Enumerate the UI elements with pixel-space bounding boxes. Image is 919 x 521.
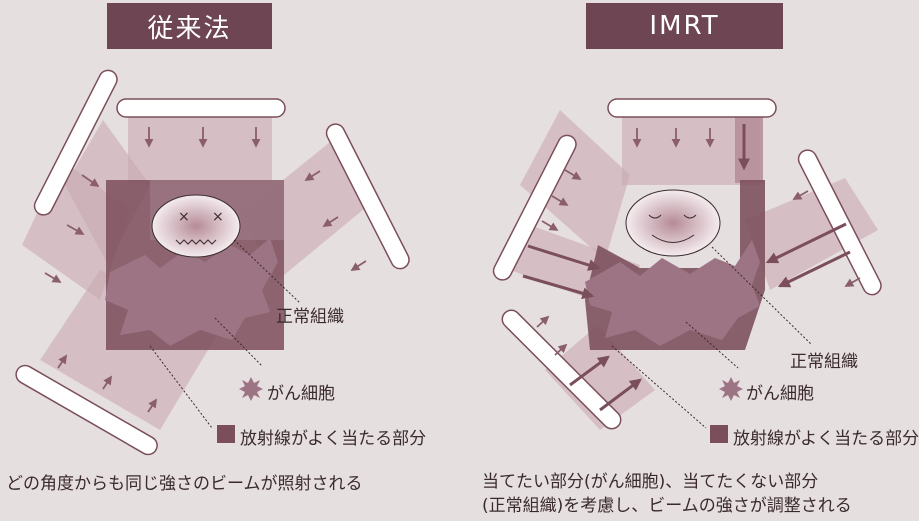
imrt-title: IMRT (586, 3, 783, 49)
beam-lower-left-r (545, 325, 655, 430)
source-top-left-panel (116, 98, 286, 118)
source-top-right-panel (607, 98, 777, 118)
conventional-title: 従来法 (107, 3, 272, 49)
arrows-right-strong (522, 124, 851, 412)
caption-left: どの角度からも同じ強さのビームが照射される (6, 474, 363, 494)
area-legend-swatch-left (217, 425, 235, 443)
cancer-legend-icon-left (239, 377, 263, 401)
area-legend-swatch-right (710, 425, 728, 443)
legend-icons (217, 377, 743, 443)
svg-text:×: × (178, 209, 190, 225)
tumor-left (105, 238, 278, 346)
caption-right-line1: 当てたい部分(がん細胞)、当てたくない部分 (482, 472, 819, 492)
source-right-panel-right (797, 149, 882, 296)
tumor-right (585, 240, 760, 346)
beam-top-r (622, 110, 760, 185)
normal-tissue-label-left: 正常組織 (276, 307, 344, 327)
beam-upper-left-r (520, 110, 630, 260)
cancer-cell-legend-right: がん細胞 (746, 384, 814, 404)
arrows-left (44, 127, 367, 413)
source-left-panel-left (33, 69, 118, 216)
caption-right-line2: (正常組織)を考慮し、ビームの強さが調整される (482, 496, 852, 516)
beam-top (128, 110, 272, 185)
cancer-cell-legend-left: がん細胞 (267, 384, 335, 404)
beam-sources-right (492, 98, 882, 430)
source-left-panel-bottom (15, 364, 158, 456)
svg-text:×: × (212, 209, 224, 225)
beam-sources-left (15, 69, 410, 456)
normal-tissue-right (625, 189, 721, 257)
cancer-legend-icon-right (719, 377, 743, 401)
source-right-panel-bottom (501, 309, 622, 430)
normal-tissue-left (151, 194, 241, 258)
high-dose-legend-left: 放射線がよく当たる部分 (240, 429, 427, 449)
high-dose-legend-right: 放射線がよく当たる部分 (733, 429, 919, 449)
imrt-diagram (492, 98, 882, 430)
source-right-panel-left (492, 134, 577, 281)
normal-tissue-label-right: 正常組織 (790, 352, 858, 372)
source-left-panel-right (325, 123, 410, 270)
arrows-right-weak (536, 128, 861, 356)
conventional-diagram: × × (15, 69, 410, 456)
